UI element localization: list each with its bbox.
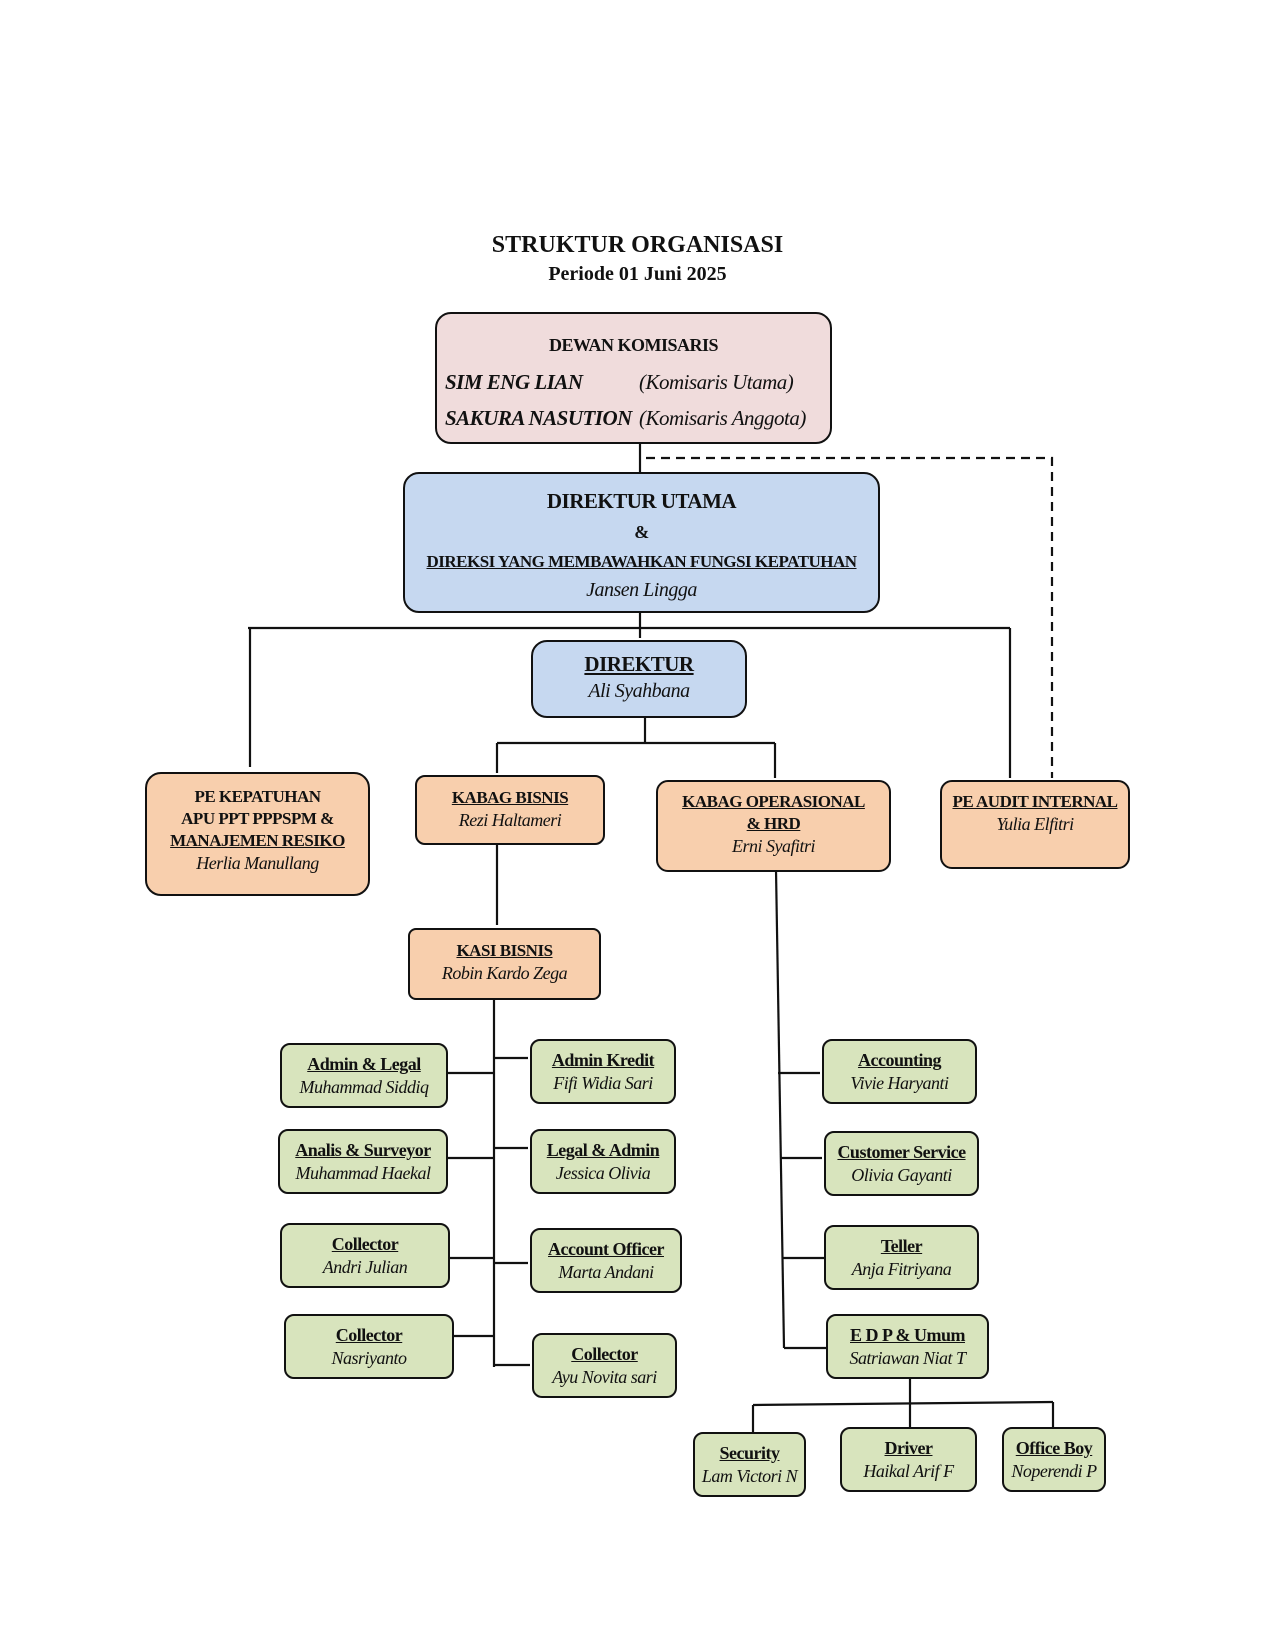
audit-name: Yulia Elfitri	[996, 814, 1074, 835]
commissioners-list: SIM ENG LIAN (Komisaris Utama) SAKURA NAS…	[437, 365, 830, 436]
staff-teller: Teller Anja Fitriyana	[824, 1225, 979, 1290]
compliance-name: Herlia Manullang	[196, 853, 319, 874]
staff-title: Collector	[331, 1234, 399, 1254]
staff-title: Teller	[880, 1236, 923, 1256]
ops-head-title: KABAG OPERASIONAL	[682, 792, 865, 811]
staff-name: Jessica Olivia	[555, 1163, 651, 1184]
business-section-box: KASI BISNIS Robin Kardo Zega	[408, 928, 601, 1000]
business-head-name: Rezi Haltameri	[458, 810, 562, 831]
business-section-title: KASI BISNIS	[456, 941, 553, 960]
audit-box: PE AUDIT INTERNAL Yulia Elfitri	[940, 780, 1130, 869]
compliance-line3: MANAJEMEN RESIKO	[170, 831, 345, 851]
director-title: DIREKTUR	[584, 652, 694, 676]
staff-account-officer: Account Officer Marta Andani	[530, 1228, 682, 1293]
president-amp: &	[634, 522, 649, 543]
president-subtitle: DIREKSI YANG MEMBAWAHKAN FUNGSI KEPATUHA…	[426, 551, 857, 571]
staff-collector-nasriyanto: Collector Nasriyanto	[284, 1314, 454, 1379]
staff-security: Security Lam Victori N	[693, 1432, 806, 1497]
staff-title: Admin Kredit	[551, 1050, 655, 1070]
staff-name: Lam Victori N	[701, 1466, 798, 1487]
staff-title: E D P & Umum	[850, 1325, 966, 1345]
commissioner-row: SIM ENG LIAN (Komisaris Utama)	[445, 365, 830, 401]
staff-legal-admin: Legal & Admin Jessica Olivia	[530, 1129, 676, 1194]
staff-name: Olivia Gayanti	[851, 1165, 952, 1186]
staff-name: Marta Andani	[558, 1262, 654, 1283]
page-subtitle: Periode 01 Juni 2025	[548, 263, 727, 285]
staff-customer-service: Customer Service Olivia Gayanti	[824, 1131, 979, 1196]
staff-title: Accounting	[857, 1050, 942, 1070]
president-name: Jansen Lingga	[586, 578, 697, 601]
staff-name: Anja Fitriyana	[851, 1259, 952, 1280]
staff-collector-andri: Collector Andri Julian	[280, 1223, 450, 1288]
director-box: DIREKTUR Ali Syahbana	[531, 640, 747, 718]
compliance-line1: PE KEPATUHAN	[194, 787, 321, 806]
staff-admin-kredit: Admin Kredit Fifi Widia Sari	[530, 1039, 676, 1104]
staff-title: Driver	[884, 1438, 933, 1458]
president-director-box: DIREKTUR UTAMA & DIREKSI YANG MEMBAWAHKA…	[403, 472, 880, 613]
staff-title: Customer Service	[837, 1142, 966, 1162]
president-title: DIREKTUR UTAMA	[546, 489, 737, 513]
commissioner-role: (Komisaris Anggota)	[639, 406, 806, 431]
staff-title: Legal & Admin	[546, 1140, 660, 1160]
staff-edp-umum: E D P & Umum Satriawan Niat T	[826, 1314, 989, 1379]
audit-title: PE AUDIT INTERNAL	[952, 792, 1118, 811]
compliance-line2: APU PPT PPPSPM &	[181, 809, 334, 829]
director-name: Ali Syahbana	[588, 680, 690, 703]
staff-name: Satriawan Niat T	[849, 1348, 966, 1369]
staff-title: Admin & Legal	[307, 1054, 421, 1074]
commissioner-row: SAKURA NASUTION (Komisaris Anggota)	[445, 401, 830, 437]
staff-name: Haikal Arif F	[863, 1461, 954, 1482]
ops-head-box: KABAG OPERASIONAL & HRD Erni Syafitri	[656, 780, 891, 872]
staff-name: Muhammad Siddiq	[299, 1077, 430, 1098]
commissioner-name: SIM ENG LIAN	[445, 370, 583, 395]
staff-name: Fifi Widia Sari	[553, 1073, 653, 1094]
business-head-title: KABAG BISNIS	[451, 788, 569, 807]
business-head-box: KABAG BISNIS Rezi Haltameri	[415, 775, 605, 845]
staff-name: Vivie Haryanti	[850, 1073, 949, 1094]
ops-head-name: Erni Syafitri	[732, 836, 816, 857]
staff-title: Analis & Surveyor	[295, 1140, 431, 1160]
staff-title: Office Boy	[1015, 1438, 1093, 1458]
staff-title: Account Officer	[548, 1239, 664, 1259]
staff-accounting: Accounting Vivie Haryanti	[822, 1039, 977, 1104]
staff-name: Ayu Novita sari	[552, 1367, 657, 1388]
staff-analis-surveyor: Analis & Surveyor Muhammad Haekal	[278, 1129, 448, 1194]
ops-head-title2: & HRD	[746, 814, 801, 834]
staff-driver: Driver Haikal Arif F	[840, 1427, 977, 1492]
commissioner-name: SAKURA NASUTION	[445, 406, 632, 431]
staff-admin-legal: Admin & Legal Muhammad Siddiq	[280, 1043, 448, 1108]
business-section-name: Robin Kardo Zega	[441, 963, 568, 984]
commissioners-heading: DEWAN KOMISARIS	[548, 335, 719, 355]
staff-name: Muhammad Haekal	[295, 1163, 431, 1184]
commissioner-role: (Komisaris Utama)	[639, 370, 794, 395]
staff-office-boy: Office Boy Noperendi P	[1002, 1427, 1106, 1492]
staff-name: Nasriyanto	[331, 1348, 407, 1369]
staff-name: Noperendi P	[1011, 1461, 1097, 1482]
staff-name: Andri Julian	[322, 1257, 408, 1278]
staff-title: Collector	[571, 1344, 638, 1364]
commissioners-box: DEWAN KOMISARIS SIM ENG LIAN (Komisaris U…	[435, 312, 832, 444]
staff-title: Collector	[335, 1325, 403, 1345]
staff-title: Security	[719, 1443, 780, 1463]
compliance-box: PE KEPATUHAN APU PPT PPPSPM & MANAJEMEN …	[145, 772, 370, 896]
staff-collector-ayu: Collector Ayu Novita sari	[532, 1333, 677, 1398]
page-title: STRUKTUR ORGANISASI	[491, 232, 784, 258]
